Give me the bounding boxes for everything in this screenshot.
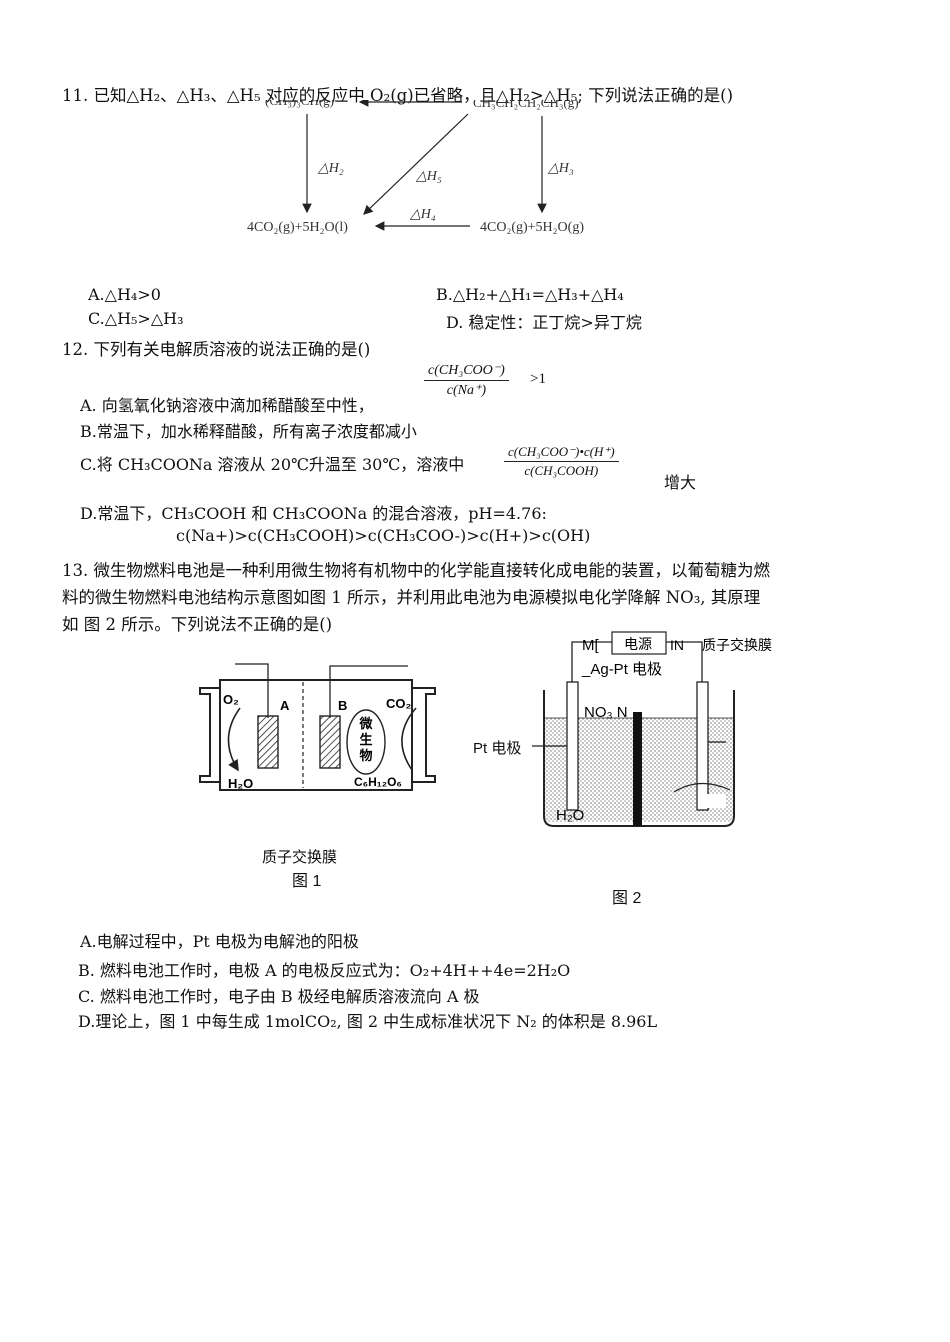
q12-fraction-c-numerator: c(CH₃COO⁻)•c(H⁺) [504, 444, 619, 462]
q12-option-c-tail: 增大 [664, 473, 697, 492]
fig1-membrane-label: 质子交换膜 [262, 849, 338, 866]
fig1-a-label: A [280, 698, 290, 713]
fig2-no3-label: NO₃ N [584, 704, 628, 721]
q11-bottom-left-species: 4CO₂(g)+5H₂O(l) [247, 220, 348, 235]
q12-fraction-c-denominator: c(CH₃COOH) [524, 463, 599, 478]
q11-option-c: C.△H₅>△H₃ [88, 309, 184, 328]
fig2-power-label: 电源 [624, 636, 652, 652]
fig1-microbe-ellipse [346, 709, 386, 775]
q11-label-dh5: △H₅ [415, 169, 442, 184]
fig1-o2-label: O₂ [223, 692, 239, 707]
q12-fraction-a: c(CH₃COO⁻) c(Na⁺) [424, 362, 509, 399]
q11-bottom-right-species: 4CO₂(g)+5H₂O(g) [480, 220, 584, 235]
fig2-h2o-label: H₂O [556, 807, 584, 824]
fig2-pt-electrode [566, 681, 579, 811]
fig2-membrane-label: 质子交换膜 [702, 637, 772, 653]
q13-option-c: C. 燃料电池工作时，电子由 B 极经电解质溶液流向 A 极 [78, 987, 480, 1006]
figure-1-fuel-cell: O₂ A B CO₂ H₂O C₆H₁₂O₆ 微生物 [199, 663, 436, 791]
fig2-caption: 图 2 [612, 890, 642, 907]
q12-option-b: B.常温下，加水稀释醋酸，所有离子浓度都减小 [80, 422, 417, 441]
fig2-power-box [611, 631, 667, 655]
fig1-electrode-b [319, 715, 341, 769]
q11-label-dh4: △H₄ [409, 207, 436, 222]
fig1-glucose-label: C₆H₁₂O₆ [354, 775, 402, 789]
q12-fraction-a-numerator: c(CH₃COO⁻) [424, 362, 509, 381]
fig2-n-label: IN [670, 637, 684, 653]
q12-stem: 12. 下列有关电解质溶液的说法正确的是() [62, 340, 371, 359]
q13-option-d: D.理论上，图 1 中每生成 1molCO₂, 图 2 中生成标准状况下 N₂ … [78, 1012, 658, 1031]
q11-top-right-species: CH₃CH₂CH₂CH₃(g) [473, 100, 579, 110]
q11-arrow-dh5 [363, 113, 469, 215]
q11-option-a: A.△H₄>0 [88, 285, 161, 304]
fig1-electrode-a [257, 715, 279, 769]
q12-fraction-c: c(CH₃COO⁻)•c(H⁺) c(CH₃COOH) [504, 444, 619, 479]
fig2-agpt-label: _Ag-Pt 电极 [581, 661, 662, 678]
q12-option-a: A. 向氢氧化钠溶液中滴加稀醋酸至中性， [80, 396, 374, 415]
q11-energy-diagram: (CH₃)₃CH(g) CH₃CH₂CH₂CH₃(g) △H₂ △H₃ △H₅ … [247, 100, 584, 235]
fig2-proton-membrane [633, 712, 642, 826]
q11-option-b: B.△H₂+△H₁=△H₃+△H₄ [436, 285, 624, 304]
q11-label-dh2: △H₂ [317, 161, 344, 176]
fig1-h2o-label: H₂O [228, 776, 253, 791]
fig2-agpt-electrode [696, 681, 709, 811]
q11-option-d: D. 稳定性：正丁烷>异丁烷 [446, 313, 642, 332]
fig2-pt-label: Pt 电极 [473, 740, 522, 757]
fig2-m-label: M[ [582, 637, 599, 654]
q12-fraction-a-tail: >1 [530, 371, 546, 387]
q11-stem: 11. 已知△H₂、△H₃、△H₅ 对应的反应中 O₂(g)已省略，且△H₂>△… [62, 86, 734, 105]
q13-stem-line3: 如 图 2 所示。下列说法不正确的是() [62, 615, 333, 634]
fig1-co2-label: CO₂ [386, 696, 412, 711]
fig1-microbe-label: 微生物 [358, 716, 373, 763]
q13-stem-line1: 13. 微生物燃料电池是一种利用微生物将有机物中的化学能直接转化成电能的装置，以… [62, 561, 770, 580]
q11-label-dh3: △H₃ [547, 161, 574, 176]
q13-stem-line2: 料的微生物燃料电池结构示意图如图 1 所示，并利用此电池为电源模拟电化学降解 N… [62, 588, 761, 607]
fig1-caption: 图 1 [292, 873, 322, 890]
q12-option-c: C.将 CH₃COONa 溶液从 20℃升温至 30℃，溶液中 [80, 455, 465, 474]
q12-option-d: D.常温下，CH₃COOH 和 CH₃COONa 的混合溶液，pH=4.76: [80, 504, 547, 523]
fig1-b-label: B [338, 698, 347, 713]
q13-option-b: B. 燃料电池工作时，电极 A 的电极反应式为：O₂+4H++4e=2H₂O [78, 961, 571, 980]
q13-option-a: A.电解过程中，Pt 电极为电解池的阳极 [80, 932, 359, 951]
q11-top-left-species: (CH₃)₃CH(g) [265, 100, 334, 108]
q12-option-d-line2: c(Na+)>c(CH₃COOH)>c(CH₃COO-)>c(H+)>c(OH) [176, 526, 591, 545]
q12-fraction-a-denominator: c(Na⁺) [446, 383, 487, 398]
figure-2-electrolysis-cell: M[ 电源 IN 质子交换膜 _Ag-Pt 电极 NO₃ N H₂O [532, 631, 772, 827]
